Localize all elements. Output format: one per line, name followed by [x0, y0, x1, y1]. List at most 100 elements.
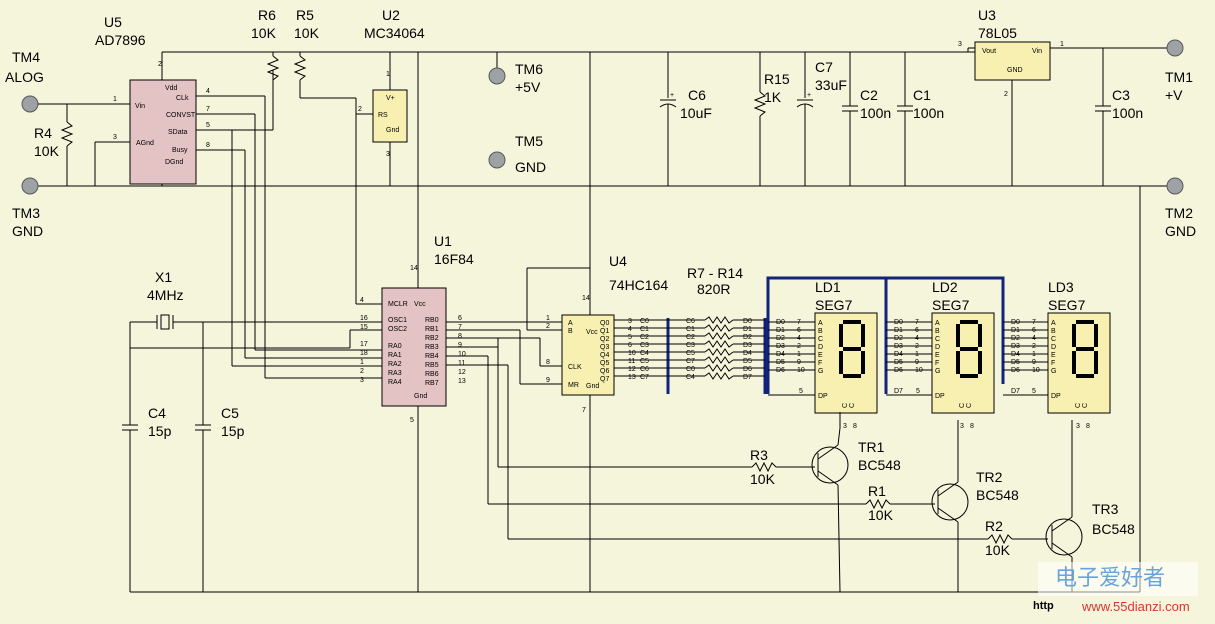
segment-letter: D: [935, 344, 940, 351]
r7-r14-ref: R7 - R14: [687, 265, 743, 281]
tm5-ref: TM5: [515, 133, 543, 149]
segment-letter: C: [935, 336, 940, 343]
segment-letter: G: [818, 368, 823, 375]
array-resistor: [704, 364, 734, 372]
u1-pinnum-rb4: 10: [458, 351, 466, 358]
tm4-ref: TM4: [12, 49, 40, 65]
resistor-r4: R4 10K: [34, 103, 130, 186]
tm2-value: GND: [1165, 223, 1196, 239]
segment-letter: A: [935, 320, 940, 327]
u3-pin-vin: Vin: [1032, 48, 1042, 55]
dp-pin-number: 5: [799, 388, 803, 395]
segment-letter: D: [1051, 344, 1056, 351]
ld3-body: [1047, 312, 1111, 414]
u3-pinnum-vout: 3: [958, 41, 962, 48]
shift-register-u4[interactable]: U4 74HC164 A B CLK MR 1 2 8 9 Vcc 14 Gnd…: [446, 253, 668, 592]
crystal-x1[interactable]: X1 4MHz: [129, 269, 382, 425]
u5-pinnum-sdata: 5: [206, 122, 210, 129]
transistor-tr3[interactable]: R2 10K TR3 BC548: [446, 364, 1135, 592]
display-data-label: D6: [1011, 367, 1020, 374]
u4-out-label: C7: [640, 374, 649, 381]
cathode-pin: 3: [843, 423, 847, 430]
res-out-label: D6: [743, 366, 752, 373]
array-resistor: [704, 332, 734, 340]
u1-pin-ra2: RA2: [388, 361, 402, 368]
u4-pinnum-q4: 10: [628, 350, 636, 357]
transistor-tr2[interactable]: R1 10K TR2 BC548: [446, 355, 1019, 592]
u1-pinnum-vcc: 14: [410, 265, 418, 272]
display-pin-number: 9: [797, 359, 801, 366]
display-data-label: D1: [776, 327, 785, 334]
c3-value: 100n: [1112, 105, 1143, 121]
u5-value: AD7896: [95, 32, 146, 48]
segment-letter: B: [818, 328, 823, 335]
res-in-label: C6: [686, 318, 695, 325]
u4-pin-mr: MR: [568, 382, 579, 389]
tm1-ref: TM1: [1165, 69, 1193, 85]
u1-pin-vcc: Vcc: [414, 301, 426, 308]
r5-value: 10K: [294, 25, 320, 41]
chip-u5[interactable]: U5 AD7896 Vdd Vin CLk CONVST SData AGnd …: [94, 14, 274, 378]
display-data-label: D0: [1011, 319, 1020, 326]
u4-pinnum-gnd: 7: [582, 407, 586, 414]
display-pin-number: 9: [915, 359, 919, 366]
c5-ref: C5: [221, 405, 239, 421]
u4-pin-q4: Q4: [600, 352, 609, 359]
r6-ref: R6: [258, 7, 276, 23]
ld3-value: SEG7: [1048, 297, 1086, 313]
res-in-label: C4: [686, 374, 695, 381]
microcontroller-u1[interactable]: U1 16F84 MCLR OSC1 OSC2 RA0 RA1 RA2 RA3 …: [360, 233, 474, 592]
capacitor-c7: + C7 33uF: [796, 52, 847, 186]
resistor-r5: R5 10K: [293, 7, 357, 114]
u1-pinnum-ra2: 1: [360, 359, 364, 366]
c7-ref: C7: [815, 59, 833, 75]
r4-value: 10K: [34, 143, 60, 159]
u5-pinnum-agnd: 3: [113, 134, 117, 141]
u2-pin-vplus: V+: [386, 95, 395, 102]
segment-letter: E: [935, 352, 940, 359]
terminal-tm6[interactable]: TM6 +5V: [488, 61, 543, 95]
regulator-u3[interactable]: U3 78L05 Vout Vin GND 3 1 2: [958, 7, 1064, 186]
res-out-label: D1: [743, 326, 752, 333]
display-pin-number: 1: [915, 351, 919, 358]
dp-label: DP: [1051, 393, 1061, 400]
chip-u2[interactable]: U2 MC34064 V+ RS Gnd 1 2 3: [355, 7, 425, 305]
x1-ref: X1: [155, 269, 172, 285]
u3-pinnum-gnd: 2: [1004, 91, 1008, 98]
u4-ref: U4: [609, 253, 627, 269]
svg-text:+: +: [670, 92, 674, 99]
r2-value: 10K: [985, 542, 1011, 558]
terminal-tm5[interactable]: TM5 GND: [488, 133, 546, 175]
display-pin-number: 7: [797, 319, 801, 326]
terminal-tm1[interactable]: TM1 +V: [1165, 39, 1193, 103]
u4-pin-q1: Q1: [600, 328, 609, 335]
u4-out-label: C6: [640, 366, 649, 373]
display-data-label: D1: [894, 327, 903, 334]
tr3-value: BC548: [1092, 521, 1135, 537]
array-resistor: [704, 316, 734, 324]
array-resistor: [704, 324, 734, 332]
u5-pinnum-vin: 1: [113, 96, 117, 103]
u2-ref: U2: [382, 7, 400, 23]
terminal-tm2[interactable]: TM2 GND: [1165, 177, 1196, 239]
display-data-label: D5: [1011, 359, 1020, 366]
u1-pinnum-rb6: 12: [458, 369, 466, 376]
u3-ref: U3: [978, 7, 996, 23]
display-data-label: D3: [1011, 343, 1020, 350]
res-out-label: D4: [743, 350, 752, 357]
u1-pin-ra0: RA0: [388, 343, 402, 350]
display-data-label: D0: [776, 319, 785, 326]
terminal-tm3[interactable]: TM3 GND: [12, 177, 43, 239]
segment-letter: D: [818, 344, 823, 351]
res-out-label: D3: [743, 342, 752, 349]
display-pin-number: 1: [1032, 351, 1036, 358]
c6-ref: C6: [688, 87, 706, 103]
u4-pin-vcc: Vcc: [586, 329, 598, 336]
display-pin-number: 6: [1032, 327, 1036, 334]
display-data-label: D4: [894, 351, 903, 358]
terminal-tm4[interactable]: TM4 ALOG: [5, 49, 44, 113]
array-resistor: [704, 340, 734, 348]
res-in-label: C2: [686, 334, 695, 341]
